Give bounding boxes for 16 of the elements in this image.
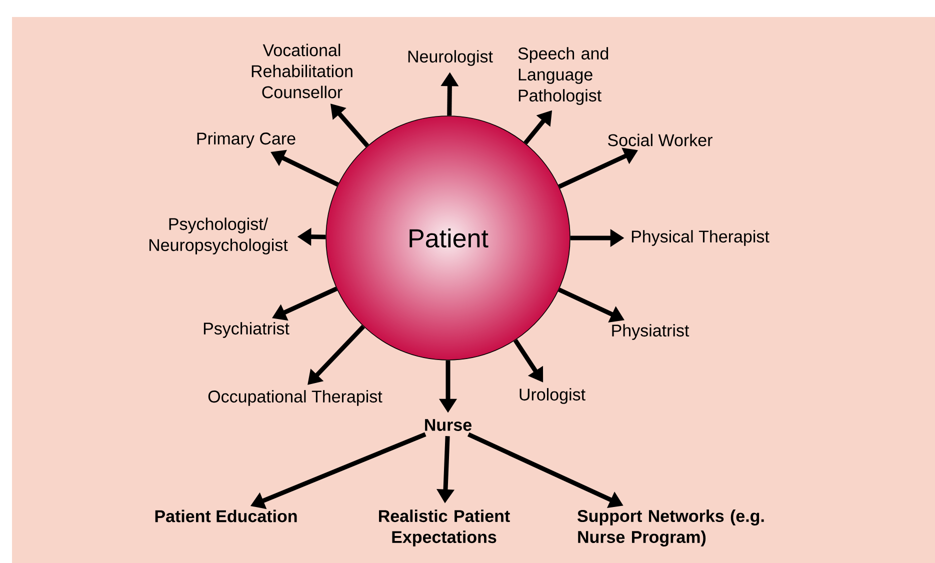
role-label: Nurse <box>425 419 472 431</box>
role-label: Speech and Language Pathologist <box>518 47 608 105</box>
role-label: Physical Therapist <box>632 230 770 246</box>
role-label: Occupational Therapist <box>208 390 382 406</box>
outcome-label: Patient Education <box>155 510 297 522</box>
outcome-label: Support Networks (e.g. Nurse Program) <box>578 510 764 546</box>
role-label: Primary Care <box>197 132 296 148</box>
role-label: Psychiatrist <box>204 322 290 338</box>
patient-ball: Patient <box>326 116 570 360</box>
role-label: Vocational Rehabilitation Counsellor <box>252 44 352 98</box>
role-label: Physiatrist <box>612 324 690 340</box>
role-label: Urologist <box>520 388 586 404</box>
role-label: Psychologist/ Neuropsychologist <box>149 218 288 254</box>
outcome-label: Realistic Patient Expectations <box>379 510 510 546</box>
role-label: Neurologist <box>408 50 493 66</box>
role-label: Social Worker <box>608 134 712 146</box>
